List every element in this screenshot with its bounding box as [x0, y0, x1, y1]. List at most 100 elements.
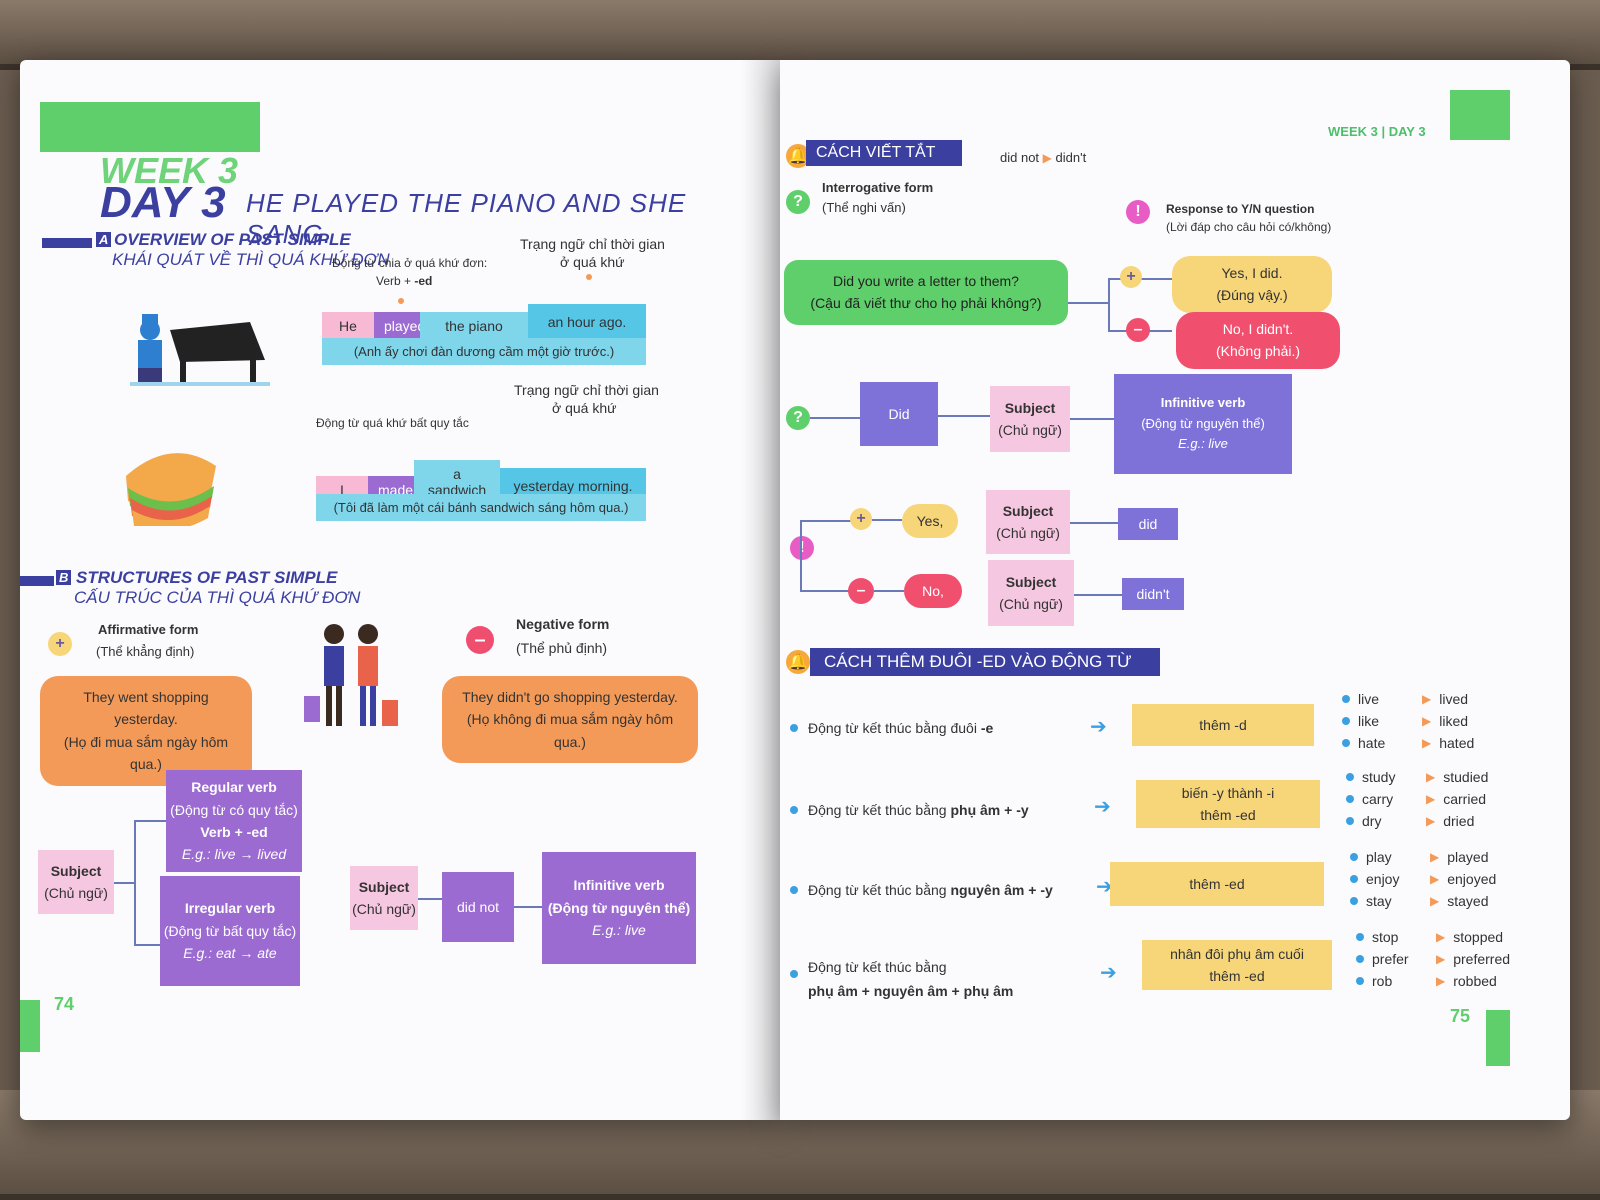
example-past: stopped: [1453, 929, 1504, 945]
connector: [872, 519, 902, 521]
arrow-right-icon: ➔: [1100, 962, 1117, 984]
rule-2: Động từ kết thúc bằng phụ âm + -y: [790, 802, 1029, 818]
bubble-line: They didn't go shopping yesterday.: [462, 689, 678, 705]
did-box: Did: [860, 382, 938, 446]
subject-box: Subject (Chủ ngữ): [350, 866, 418, 930]
box-line: nhân đôi phụ âm cuối: [1170, 945, 1304, 962]
subject-label: Subject: [1002, 502, 1054, 519]
section-b-subtitle: CẤU TRÚC CỦA THÌ QUÁ KHỨ ĐƠN: [74, 588, 361, 607]
section-a-title: OVERVIEW OF PAST SIMPLE: [114, 230, 351, 249]
example-row: like▶liked: [1342, 710, 1474, 732]
example-base: carry: [1362, 791, 1394, 807]
connector: [1068, 302, 1108, 304]
verb-rule: Verb + -ed: [376, 274, 432, 288]
piano-icon: [130, 314, 270, 386]
bubble-line: Yes, I did.: [1221, 265, 1283, 281]
box-line: (Động từ nguyên thể): [547, 899, 691, 916]
example-row: stay▶stayed: [1350, 890, 1496, 912]
did-not-box: did not: [442, 872, 514, 942]
bullet-icon: [1346, 773, 1354, 781]
box-line: Regular verb: [191, 779, 277, 796]
sentence-1: He played the piano an hour ago.: [322, 304, 646, 340]
connector: [134, 944, 160, 946]
box-line: E.g.: eat → ate: [183, 945, 277, 962]
left-page: WEEK 3 DAY 3 HE PLAYED THE PIANO AND SHE…: [20, 60, 780, 1120]
question-icon: ?: [786, 406, 810, 430]
rule-1: Động từ kết thúc bằng đuôi -e: [790, 720, 993, 736]
word-adverb: an hour ago.: [528, 304, 646, 340]
bullet-icon: [1346, 795, 1354, 803]
abbr-example: did not ▶ didn't: [1000, 150, 1086, 165]
page-number: 75: [1450, 1006, 1471, 1026]
section-bar: [42, 238, 92, 248]
adverb-label: Trạng ngữ chỉ thời gian: [514, 382, 659, 398]
bubble-line: (Đúng vậy.): [1216, 287, 1288, 304]
subject-label-vi: (Chủ ngữ): [352, 901, 416, 917]
rule-text-pre: Động từ kết thúc bằng: [808, 882, 951, 898]
subject-label-vi: (Chủ ngữ): [999, 596, 1063, 612]
connector: [134, 820, 166, 822]
interrogative-title: Interrogative form: [822, 180, 934, 195]
box-line: Infinitive verb: [573, 877, 665, 894]
marker-dot: [586, 274, 592, 280]
example-base: like: [1358, 713, 1380, 729]
bullet-icon: [1342, 717, 1350, 725]
yes-chip: Yes,: [902, 504, 958, 539]
rule-text: Động từ kết thúc bằng đuôi -e: [808, 720, 993, 736]
question-bubble: Did you write a letter to them? (Cậu đã …: [784, 260, 1068, 325]
example-base: play: [1366, 849, 1392, 865]
example-past: preferred: [1453, 951, 1511, 967]
minus-icon: –: [1126, 318, 1150, 342]
negative-subtitle: (Thể phủ định): [516, 640, 608, 656]
example-base: stop: [1372, 929, 1399, 945]
rule-text: Động từ kết thúc bằng nguyên âm + -y: [808, 882, 1053, 898]
section-letter: A: [96, 232, 112, 247]
question-icon: ?: [786, 190, 810, 214]
arrow-icon: ▶: [1430, 872, 1440, 886]
sandwich-illustration: [116, 436, 226, 532]
box-line: E.g.: live: [592, 922, 646, 939]
bullet-icon: [1356, 977, 1364, 985]
no-chip: No,: [904, 574, 962, 609]
didnt-chip: didn't: [1122, 578, 1184, 610]
example-row: dry▶dried: [1346, 810, 1488, 832]
day-label: DAY 3: [100, 178, 226, 227]
page-corner-tab: [20, 1000, 40, 1052]
negative-bubble: They didn't go shopping yesterday. (Họ k…: [442, 676, 698, 764]
arrow-icon: ▶: [1042, 151, 1052, 165]
response-title: Response to Y/N question: [1166, 202, 1315, 216]
example-row: rob▶robbed: [1356, 970, 1510, 992]
arrow-right-icon: ➔: [1090, 716, 1107, 738]
box-line: thêm -ed: [1200, 807, 1256, 823]
example-past: played: [1447, 849, 1489, 865]
connector: [114, 882, 136, 884]
word-subject: He: [322, 312, 374, 340]
example-past: lived: [1439, 691, 1469, 707]
section-letter: B: [56, 570, 72, 585]
interrogative-subtitle: (Thể nghi vấn): [822, 200, 906, 215]
marker-dot: [398, 298, 404, 304]
header-week-day: WEEK 3 | DAY 3: [1328, 124, 1426, 139]
connector: [800, 590, 856, 592]
rule-text-pre: Động từ kết thúc bằng đuôi: [808, 720, 981, 736]
arrow-icon: ▶: [1422, 692, 1432, 706]
rule-text: Động từ kết thúc bằng phụ âm + -y: [808, 802, 1029, 818]
bubble-line: (Họ không đi mua sắm ngày hôm qua.): [466, 711, 674, 750]
rule-text-bold: -e: [980, 720, 994, 736]
exclamation-icon: !: [790, 536, 814, 560]
bubble-line: (Không phải.): [1215, 343, 1301, 360]
rule-text-bold: phụ âm + -y: [950, 802, 1029, 818]
bullet-icon: [1350, 853, 1358, 861]
box-line: biến -y thành -i: [1181, 784, 1275, 801]
box-line: Irregular verb: [184, 900, 276, 917]
rule-4-examples: stop▶stopped prefer▶preferred rob▶robbed: [1356, 926, 1510, 992]
example-base: prefer: [1372, 951, 1409, 967]
negative-title: Negative form: [516, 616, 610, 632]
bullet-icon: [1356, 955, 1364, 963]
connector: [1070, 418, 1114, 420]
did-chip: did: [1118, 508, 1178, 540]
word-verb: played: [374, 312, 425, 340]
example-base: hate: [1358, 735, 1386, 751]
shopping-illustration: [296, 616, 406, 741]
